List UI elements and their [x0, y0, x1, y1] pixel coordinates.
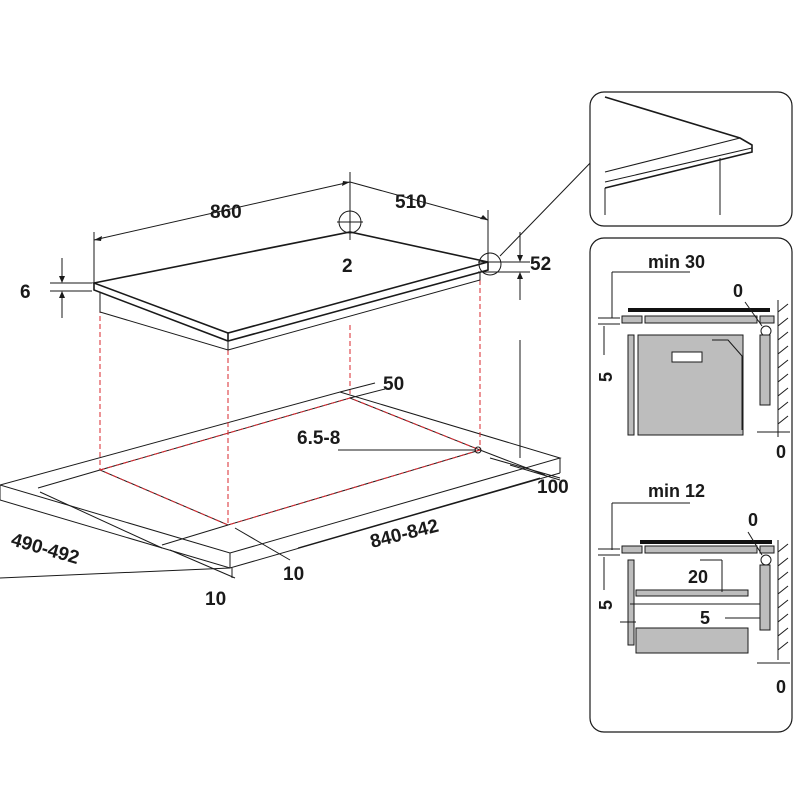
label-height-right: 52 [530, 254, 551, 275]
zoom-edge-panel [589, 91, 793, 227]
label-min-30: min 30 [648, 252, 705, 272]
dim-back-margin: 100 [489, 340, 569, 498]
detail-marker-edge: 52 [478, 157, 596, 300]
label-gap-top: 2 [342, 256, 353, 277]
label-margin: 50 [383, 374, 404, 395]
label-depth: 510 [395, 192, 427, 213]
label-zero-bottom-top: 0 [776, 442, 786, 462]
label-five-left: 5 [596, 600, 616, 610]
label-zero-top: 0 [733, 281, 743, 301]
dim-screw: 6.5-8 [297, 428, 482, 454]
label-width: 860 [210, 202, 242, 223]
dim-depth-510: 510 [349, 181, 489, 262]
label-zero-bottom-bottom: 0 [776, 677, 786, 697]
dim-margin-50: 50 [339, 374, 404, 399]
label-zero-top-bottom: 0 [748, 510, 758, 530]
dim-front-margins: 10 10 [169, 527, 304, 610]
label-front-margin-a: 10 [283, 564, 304, 585]
label-front-margin-b: 10 [205, 589, 226, 610]
label-five-right: 5 [700, 608, 710, 628]
projection-lines [99, 280, 481, 525]
label-cutout-width: 840-842 [368, 516, 441, 553]
wall-hatch-top [777, 300, 789, 437]
countertop [0, 391, 562, 579]
hob-perspective-view: 860 510 2 52 [0, 157, 596, 610]
hob-glass [91, 231, 489, 351]
wall-hatch-bottom [777, 540, 789, 660]
label-min-12: min 12 [648, 481, 705, 501]
label-screw: 6.5-8 [297, 428, 340, 449]
label-cutout-depth: 490-492 [9, 530, 82, 569]
detail-marker-2: 2 [337, 206, 363, 277]
dim-width-860: 860 [93, 172, 351, 283]
label-five-top: 5 [596, 372, 616, 382]
dim-height-6: 6 [20, 258, 92, 318]
label-twenty: 20 [688, 567, 708, 587]
section-panel-oven: min 30 0 5 0 [589, 237, 793, 733]
label-height-left: 6 [20, 282, 31, 303]
dim-cutout-width: 840-842 [297, 449, 546, 553]
label-back-margin: 100 [537, 477, 569, 498]
section-panel-drawer: min 12 0 5 20 5 0 [596, 481, 790, 697]
